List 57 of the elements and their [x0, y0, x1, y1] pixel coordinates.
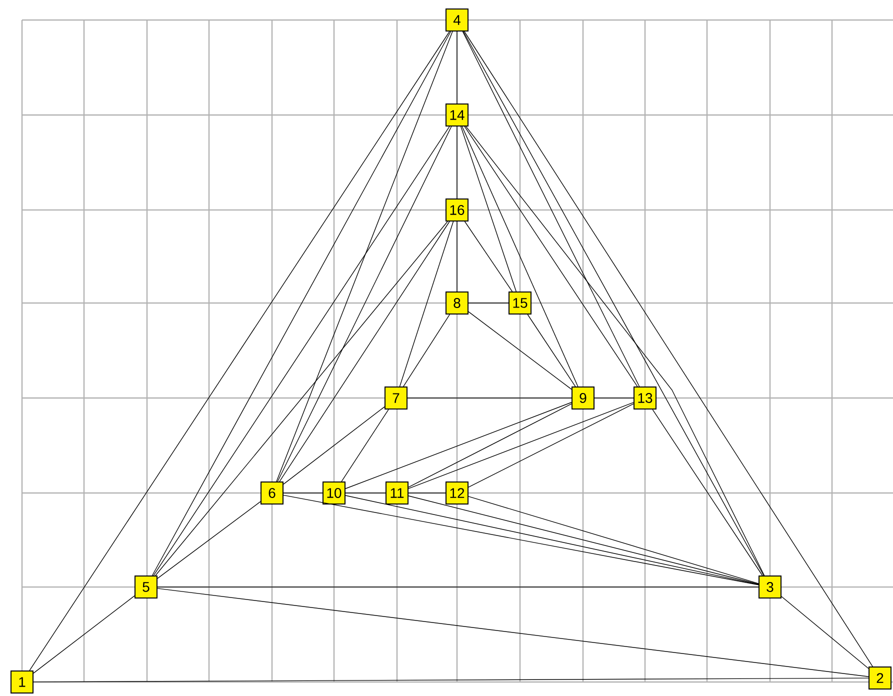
edge-line — [527, 314, 576, 387]
vertex-box: 4 — [446, 8, 468, 32]
edge-line — [341, 409, 389, 482]
edge-line — [403, 314, 450, 387]
edge-line — [283, 406, 385, 485]
edge-line — [155, 221, 448, 576]
edge-line — [33, 595, 135, 674]
edge-line — [456, 221, 458, 292]
vertex-box: 9 — [572, 386, 594, 410]
edge-line — [408, 492, 446, 494]
edge-line — [399, 221, 454, 387]
edge-line — [345, 402, 572, 489]
vertex-box: 1 — [10, 670, 34, 694]
edge-line — [456, 31, 458, 104]
edge-line — [152, 31, 452, 576]
vertex-box: 15 — [508, 292, 532, 314]
edge-line — [345, 492, 386, 494]
edge-line — [29, 31, 450, 671]
edge-line — [781, 596, 869, 669]
edge-line — [462, 126, 578, 387]
edge-line — [464, 126, 638, 387]
edge-line — [279, 221, 450, 482]
vertex-box: 14 — [446, 104, 468, 126]
edge-line — [408, 496, 759, 584]
edge-line — [33, 678, 869, 682]
edge-line — [456, 126, 458, 199]
edge-line — [283, 492, 323, 494]
vertex-box: 5 — [134, 576, 158, 598]
vertex-box: 3 — [758, 576, 782, 598]
edge-line — [464, 221, 513, 292]
edge-line — [468, 403, 634, 488]
edge-line — [468, 311, 572, 390]
edge-line — [157, 501, 261, 579]
vertex-box: 12 — [446, 482, 468, 504]
edge-line — [276, 31, 453, 482]
edge-line — [460, 126, 516, 292]
edge-line — [468, 302, 509, 304]
edge-line — [462, 31, 640, 387]
edge-line — [408, 402, 634, 489]
edge-line — [153, 126, 450, 576]
edge-line — [408, 404, 572, 488]
vertex-box: 2 — [868, 666, 892, 690]
vertex-box: 11 — [386, 482, 408, 504]
vertex-box: 7 — [384, 386, 408, 410]
edge-line — [157, 588, 869, 677]
vertex-box: 6 — [260, 482, 284, 504]
vertex-box: 8 — [446, 292, 468, 314]
edge-line — [462, 31, 764, 576]
edge-line — [466, 126, 765, 576]
vertex-box: 13 — [634, 386, 656, 410]
vertex-box: 16 — [446, 198, 468, 222]
edge-line — [464, 31, 873, 667]
edge-line — [468, 496, 759, 584]
edge-line — [157, 586, 759, 588]
edge-line — [652, 409, 763, 576]
vertex-box: 10 — [322, 482, 346, 504]
edge-line — [277, 126, 452, 482]
